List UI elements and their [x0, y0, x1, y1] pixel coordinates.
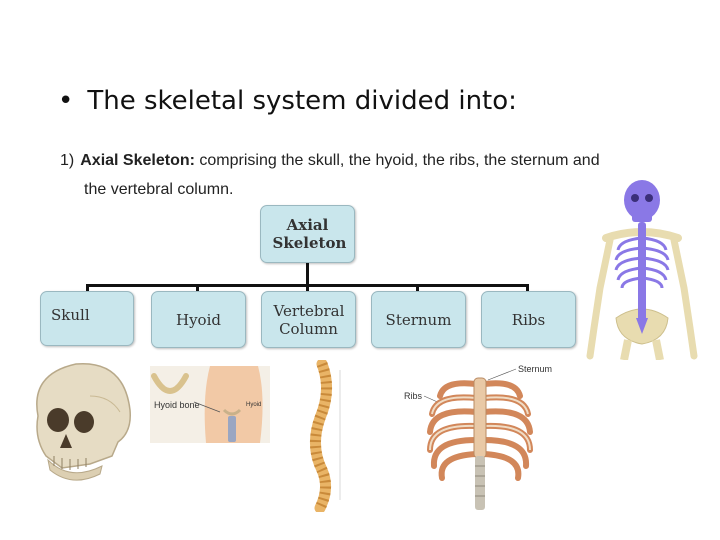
axial-term: Axial Skeleton: — [80, 152, 195, 169]
diagram-box-hyoid: Hyoid — [151, 291, 246, 348]
skull-image — [36, 362, 131, 481]
description-line2: the vertebral column. — [84, 181, 234, 198]
diagram-root-axial-skeleton: Axial Skeleton — [260, 205, 355, 263]
root-label: Axial Skeleton — [272, 216, 347, 252]
heading-text: The skeletal system divided into: — [87, 86, 517, 116]
sternum-label: Sternum — [385, 310, 452, 329]
connector-root-stem — [306, 262, 309, 286]
diagram-box-skull: Skull — [40, 291, 134, 346]
axial-description: 1) Axial Skeleton: comprising the skull, … — [60, 146, 660, 204]
connector-hyoid — [196, 284, 199, 292]
diagram-box-vertebral-column: Vertebral Column — [261, 291, 356, 348]
skull-label: Skull — [51, 306, 90, 324]
hyoid-bone-caption: Hyoid bone — [154, 400, 200, 410]
hyoid-illustration: Hyoid bone Hyoid — [151, 366, 263, 443]
skeleton-axial-figure — [586, 180, 698, 360]
bullet-icon: • — [58, 86, 74, 116]
diagram-box-ribs: Ribs — [481, 291, 576, 348]
connector-ribs — [526, 284, 529, 292]
hyoid-label: Hyoid — [176, 310, 221, 329]
connector-sternum — [416, 284, 419, 292]
diagram-box-sternum: Sternum — [371, 291, 466, 348]
slide-heading: • The skeletal system divided into: — [58, 86, 517, 116]
sternum-caption: Sternum — [518, 364, 552, 374]
vertebral-column-image — [310, 360, 341, 512]
ribs-label: Ribs — [511, 310, 546, 329]
list-number: 1) — [60, 152, 75, 169]
ribcage-image: Sternum Ribs — [404, 364, 552, 510]
connector-vertebral — [306, 284, 309, 292]
connector-skull — [86, 284, 89, 292]
hyoid-image: Hyoid bone Hyoid — [150, 366, 270, 443]
ribs-caption: Ribs — [404, 391, 423, 401]
hyoid-caption: Hyoid — [246, 402, 261, 408]
description-line1: comprising the skull, the hyoid, the rib… — [199, 152, 600, 169]
vertebral-column-label: Vertebral Column — [273, 301, 345, 338]
